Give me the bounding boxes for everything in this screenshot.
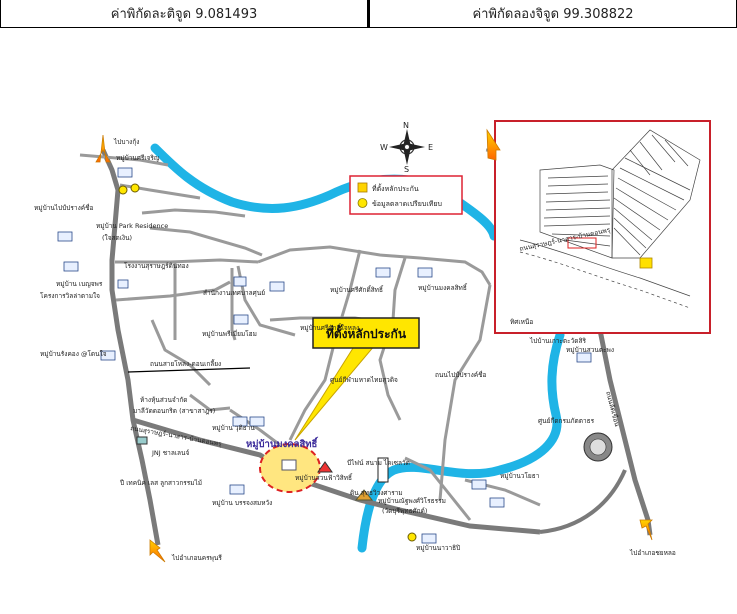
place-28: หมู่บ้านณัฐพงศ์วิโรธรรม <box>378 497 446 505</box>
legend-collateral: ที่ตั้งหลักประกัน <box>372 182 419 193</box>
place-33: ศูนย์กีดกรมภัตตาธร <box>538 417 595 425</box>
place-31: หมู่บ้านสวนตะพง <box>566 346 614 354</box>
place-34: หมู่บ้านนาวาธิปิ <box>416 544 460 552</box>
place-14: ถนนสายโหลง-ดอนเกลี้ยง <box>150 359 221 368</box>
place-15: ถนนไปป์ปรางค์ชื่อ <box>435 370 487 379</box>
place-35: ไปอำเภอนครพุนรี <box>171 554 222 562</box>
place-12: หมู่บ้านศรีศักดิ์ใจหลง <box>300 323 359 332</box>
place-9: หมู่บ้านศรีศักดิ์สิทธิ์ <box>330 285 384 294</box>
project-name: หมู่บ้านมงคลสิทธิ์ <box>246 436 319 451</box>
place-20: JNJ ชาลเลนจ์ <box>151 449 189 457</box>
collateral-house-icon <box>281 459 297 471</box>
latitude-value: ค่าพิกัดละติจูด 9.081493 <box>0 0 368 28</box>
arrow-south-west <box>149 539 166 563</box>
place-26: หมู่บ้าน บรรจงสมหวัง <box>212 499 272 507</box>
market-marker-1 <box>118 185 128 195</box>
place-8: สำนักงานเทศบาลศุนย์ <box>203 289 265 297</box>
coordinates-header: ค่าพิกัดละติจูด 9.081493 ค่าพิกัดลองจิจู… <box>0 0 737 28</box>
village-icons <box>57 167 592 544</box>
place-19: หมู่บ้าน วุติธาน <box>212 424 255 432</box>
place-3: หมู่บ้าน Park Residence <box>96 222 168 230</box>
inset-north: ทิศเหนือ <box>510 318 533 326</box>
arrow-south-east <box>639 519 653 541</box>
place-30: ไปบ้านเกาะตะวัดสิริ <box>529 337 586 345</box>
legend-box: ที่ตั้งหลักประกัน ข้อมูลตลาดเปรียบเทียบ <box>349 175 463 215</box>
road-label-line <box>127 367 251 373</box>
collateral-square-icon <box>357 182 368 193</box>
river-right <box>357 330 565 553</box>
callout-pointer <box>294 344 377 441</box>
road-east-link <box>539 469 627 534</box>
place-0: ไปบางกุ้ง <box>113 138 139 146</box>
road-main-east <box>597 329 653 536</box>
minor-roads <box>79 148 541 521</box>
compass-e: E <box>428 143 433 152</box>
legend-market: ข้อมูลตลาดเปรียบเทียบ <box>372 200 442 208</box>
inset-collateral-plot <box>639 257 653 269</box>
flag-icon <box>317 461 333 473</box>
place-13: หมู่บ้านรังคอง @โดนใจ <box>40 350 107 358</box>
market-marker-3 <box>407 532 417 542</box>
place-6: โครงการวิลล่าตามใจ <box>40 292 100 300</box>
place-18: มาลีวัดดอนกริด (สาขาสาฎร) <box>133 407 215 415</box>
road-main-west <box>100 148 161 546</box>
place-16: ศูนย์กีฬามหาดไทยสุวดิจ <box>330 376 398 384</box>
market-marker-2 <box>130 183 140 193</box>
inset-plan: ถนนสุราษฎร์-นาสาร-บ้านดอนพรุ ทิศเหนือ <box>494 120 711 334</box>
arrow-north-west <box>95 134 111 163</box>
place-36: ไปอำเภอชยหลอ <box>629 549 676 557</box>
place-27: หมู่บ้านวโยธา <box>500 472 540 480</box>
place-2: หมู่บ้านไปป์ปรางค์ชื่อ <box>34 203 94 212</box>
arrow-north-east <box>486 128 501 161</box>
compass-n: N <box>403 121 409 130</box>
place-25: ปี เทคนิค เลส ลูกสาวกรรมไม้ <box>119 479 202 487</box>
place-23: หมู่บ้านสวนฟ้าวิสิทธิ์ <box>295 473 353 482</box>
temple-icon <box>354 489 374 501</box>
collateral-callout: ที่ตั้งหลักประกัน <box>312 317 420 349</box>
compass-w: W <box>380 143 388 152</box>
place-29: (วัดบุรีพุทธศักด์) <box>382 507 427 515</box>
market-circle-icon <box>357 198 368 208</box>
compass-s: S <box>404 165 409 174</box>
road-main-south <box>132 417 541 535</box>
jnj-icon <box>136 436 148 445</box>
place-21: บีไฟน์ สนาม ไดเซลวัด <box>347 459 410 467</box>
place-24: ดิน สุทธวิวงศาราม <box>350 489 403 497</box>
place-10: หมู่บ้านพรีเมี่ยมโฮม <box>202 329 257 338</box>
place-17: ห้างหุ้นส่วนจำกัด <box>140 396 188 404</box>
place-11: หมู่บ้านมงคลสิทธิ์ <box>418 283 468 292</box>
place-1: หมู่บ้านศรีเจริญ <box>116 154 160 162</box>
inset-collateral-box <box>567 237 597 249</box>
place-5: หมู่บ้าน เบญจพร <box>56 280 103 288</box>
place-4: (ใจสดเงิน) <box>102 234 132 242</box>
compass-rose <box>389 129 425 165</box>
place-22: ถนนสุราษฎร์-นาสาร-บ้านดอนพรุ <box>130 424 223 448</box>
callout-label: ที่ตั้งหลักประกัน <box>326 324 407 341</box>
place-7: โรงงานสุราษฎร์ดินทอง <box>124 262 189 270</box>
building-icon <box>377 457 389 483</box>
